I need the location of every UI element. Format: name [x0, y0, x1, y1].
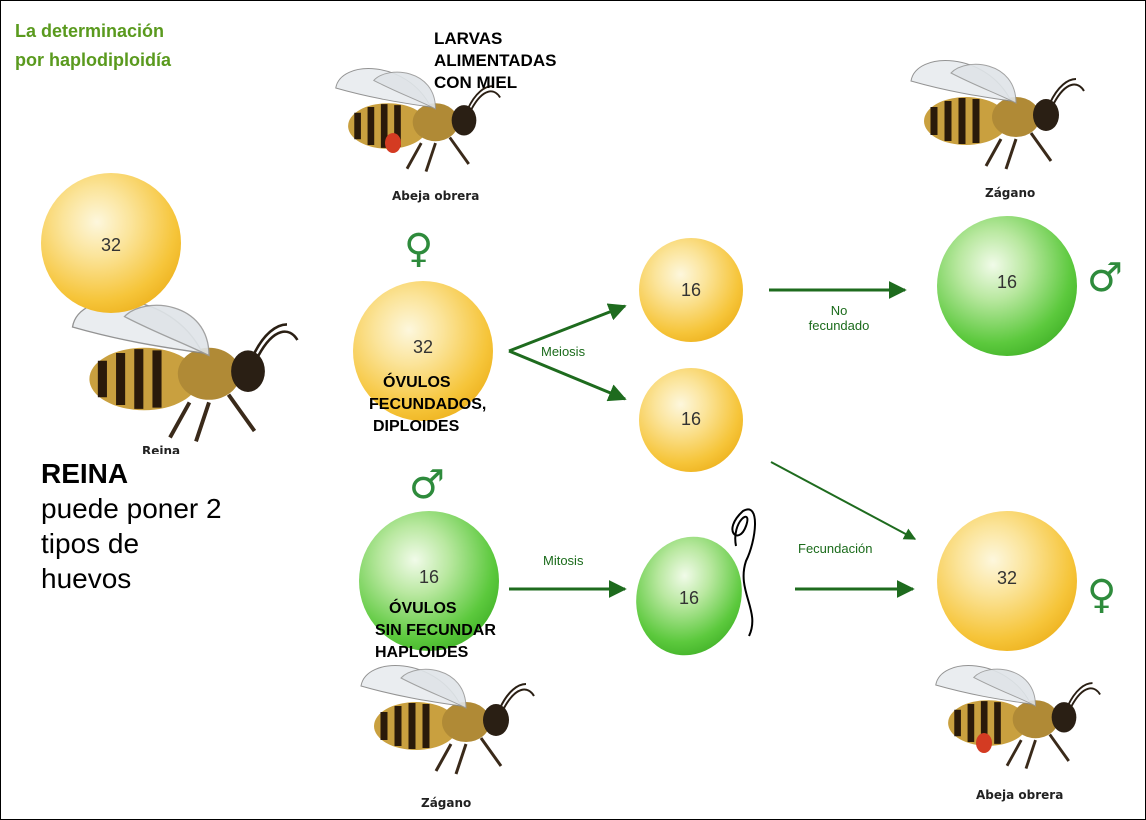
meiosis-cell-top [639, 238, 743, 342]
to-fertilization-arrow [770, 461, 917, 540]
larvae-line-3: CON MIEL [434, 73, 518, 92]
queen-description: REINA puede poner 2 tipos de huevos [41, 456, 222, 596]
worker-bottom-caption: Abeja obrera [976, 788, 1064, 802]
unfertilized-line-3: HAPLOIDES [375, 644, 469, 661]
title-line-2: por haplodiploidía [15, 50, 171, 70]
larvae-caption: LARVAS ALIMENTADAS CON MIEL [434, 28, 556, 94]
meiosis-cell-top-number: 16 [681, 280, 701, 300]
fertilized-line-2: FECUNDADOS, [369, 396, 487, 413]
drone-bee-top-image [911, 61, 1084, 169]
drone-bee-bottom-image [361, 666, 534, 774]
meiosis-label: Meiosis [541, 344, 586, 359]
fertilized-egg-cell [353, 281, 493, 421]
no-fertilized-line-2: fecundado [808, 318, 870, 333]
unfertilized-line-2: SIN FECUNDAR [375, 622, 496, 639]
diagram-title: La determinación por haplodiploidía [15, 17, 171, 75]
queen-line-3: huevos [41, 563, 132, 594]
queen-bee-image [73, 300, 298, 441]
drone-bottom-caption: Zágano [421, 796, 472, 810]
meiosis-arrow-down [508, 349, 627, 402]
fertilized-caption: ÓVULOS FECUNDADOS, DIPLOIDES [369, 372, 486, 438]
fertilized-chromosomes: 32 [413, 337, 433, 357]
male-symbol-icon: ♂ [409, 462, 445, 508]
queen-bee-caption: Reina [142, 444, 181, 454]
drone-male-symbol-icon: ♂ [1087, 255, 1123, 301]
meiosis-cell-bottom-number: 16 [681, 409, 701, 429]
unfertilized-egg-cell [359, 511, 499, 651]
unfertilized-caption: ÓVULOS SIN FECUNDAR HAPLOIDES [375, 598, 496, 664]
no-fertilized-label: No fecundado [799, 303, 879, 333]
drone-top-caption: Zágano [985, 186, 1036, 200]
female-symbol-icon: ♀ [404, 226, 434, 272]
queen-heading: REINA [41, 458, 129, 489]
meiosis-arrow-up [508, 303, 627, 353]
meiosis-cell-bottom [639, 368, 743, 472]
worker-female-symbol-icon: ♀ [1087, 572, 1117, 618]
queen-chromosomes: 32 [101, 235, 121, 255]
sperm-cell-number: 16 [679, 588, 699, 608]
queen-line-1: puede poner 2 [41, 493, 222, 524]
drone-result-cell [937, 216, 1077, 356]
unfertilized-chromosomes: 16 [419, 567, 439, 587]
larvae-line-2: ALIMENTADAS [434, 51, 557, 70]
queen-cell [41, 173, 181, 313]
sperm-tail [731, 508, 756, 637]
fertilization-label: Fecundación [798, 541, 873, 556]
worker-result-cell [937, 511, 1077, 651]
worker-result-number: 32 [997, 568, 1017, 588]
mitosis-label: Mitosis [543, 553, 584, 568]
unfertilized-line-1: ÓVULOS [389, 600, 457, 617]
sperm-cell [636, 536, 742, 656]
worker-top-caption: Abeja obrera [392, 189, 480, 203]
worker-bee-bottom-pollen [976, 733, 992, 753]
larvae-line-1: LARVAS [434, 29, 503, 48]
fertilized-line-1: ÓVULOS [383, 374, 451, 391]
worker-bee-bottom-image [936, 666, 1100, 769]
no-fertilized-line-1: No [830, 303, 848, 318]
worker-bee-pollen [385, 133, 401, 153]
drone-result-number: 16 [997, 272, 1017, 292]
queen-line-2: tipos de [41, 528, 140, 559]
title-line-1: La determinación [15, 21, 165, 41]
fertilized-line-3: DIPLOIDES [373, 418, 460, 435]
